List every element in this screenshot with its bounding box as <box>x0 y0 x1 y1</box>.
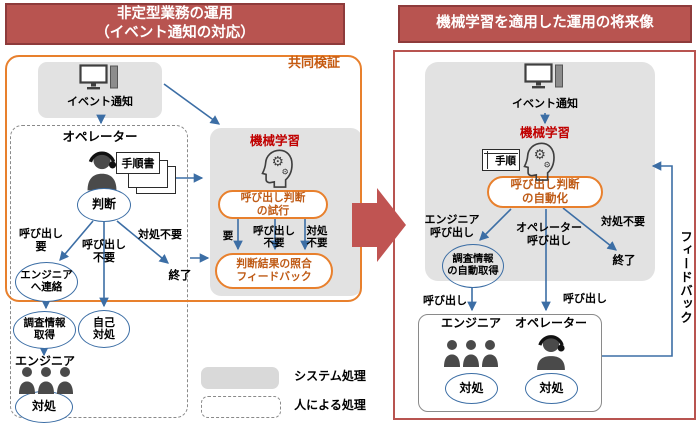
call-label-engineer: 呼び出し <box>423 294 467 307</box>
svg-text:⚙: ⚙ <box>534 147 546 163</box>
call-needed-label: 呼び出し 要 <box>19 227 63 253</box>
operator-headset-icon <box>85 149 119 195</box>
left-panel-title: 非定型業務の運用 （イベント通知の対応） <box>5 3 345 45</box>
engineer-label-right: エンジニア <box>440 316 502 330</box>
legend-system-swatch <box>201 367 279 389</box>
judgment-label: 判断 <box>91 197 116 212</box>
computer-icon-right <box>524 63 566 97</box>
legend-human-swatch <box>201 396 281 418</box>
operator-headset-icon-right <box>534 334 568 374</box>
trial-box: 呼び出し判断 の試行 <box>218 190 328 219</box>
operator-title: オペレーター <box>62 129 138 144</box>
event-notice-label-left: イベント通知 <box>67 95 133 108</box>
engineer-call-label: エンジニア 呼び出し <box>424 213 480 239</box>
joint-verification-label: 共同検証 <box>287 56 341 71</box>
legend-system-label: システム処理 <box>294 369 366 383</box>
operator-call-label: オペレーター 呼び出し <box>516 221 582 247</box>
ml-head-gears-icon-right: ⚙ ⚙ <box>522 141 556 185</box>
no-action-label-right: 対処不要 <box>601 215 645 228</box>
ml-head-gears-icon-left: ⚙ ⚙ <box>260 148 294 192</box>
handle-ellipse-engineer: 対処 <box>445 373 498 404</box>
feedback-vertical-label: フィードバック <box>678 230 693 325</box>
procedure-box: 手順 <box>482 149 520 171</box>
event-notice-label-right: イベント通知 <box>512 97 578 110</box>
end-label-left: 終了 <box>168 268 192 282</box>
ml-title-right: 機械学習 <box>519 125 571 140</box>
manual-doc-label: 手順書 <box>116 152 160 174</box>
no-action-label-left: 対処不要 <box>138 228 182 241</box>
ml-title-left: 機械学習 <box>249 133 301 148</box>
contact-engineer-ellipse: エンジニア へ連絡 <box>15 262 78 302</box>
self-handle-ellipse: 自己 対処 <box>78 310 130 348</box>
handle-ellipse-operator: 対処 <box>525 373 578 404</box>
svg-text:⚙: ⚙ <box>272 154 284 170</box>
engineers-group-icon-left <box>17 366 75 398</box>
operator-label-right: オペレーター <box>514 316 588 330</box>
svg-text:⚙: ⚙ <box>544 159 551 169</box>
auto-get-info-ellipse: 調査情報 の自動取得 <box>442 244 504 288</box>
handle-ellipse-left: 対処 <box>15 391 73 423</box>
engineers-group-icon-right <box>442 338 500 372</box>
ml-no-action-label: 対処 不要 <box>306 225 328 250</box>
ml-call-not-needed-label: 呼び出し 不要 <box>253 225 295 250</box>
call-not-needed-label: 呼び出し 不要 <box>82 238 126 264</box>
arrow-event-to-ml <box>163 83 221 125</box>
legend-human-label: 人による処理 <box>294 398 366 412</box>
operator-process-box <box>10 125 188 418</box>
call-label-operator: 呼び出し <box>563 292 607 305</box>
judgment-ellipse: 判断 <box>77 188 131 222</box>
computer-icon-left <box>79 64 121 98</box>
right-title-line: 機械学習を適用した運用の将来像 <box>436 15 654 32</box>
automation-box: 呼び出し判断 の自動化 <box>487 176 603 208</box>
result-feedback-box: 判断結果の照合 フィードバック <box>215 253 333 289</box>
left-title-line1: 非定型業務の運用 <box>117 5 233 22</box>
engineer-label-left: エンジニア <box>14 354 76 368</box>
get-info-ellipse: 調査情報 取得 <box>13 311 76 349</box>
needed-label: 要 <box>222 230 234 242</box>
left-title-line2: （イベント通知の対応） <box>95 25 255 41</box>
end-label-right: 終了 <box>612 253 636 267</box>
svg-text:⚙: ⚙ <box>282 166 289 176</box>
right-panel-title: 機械学習を適用した運用の将来像 <box>398 5 692 43</box>
